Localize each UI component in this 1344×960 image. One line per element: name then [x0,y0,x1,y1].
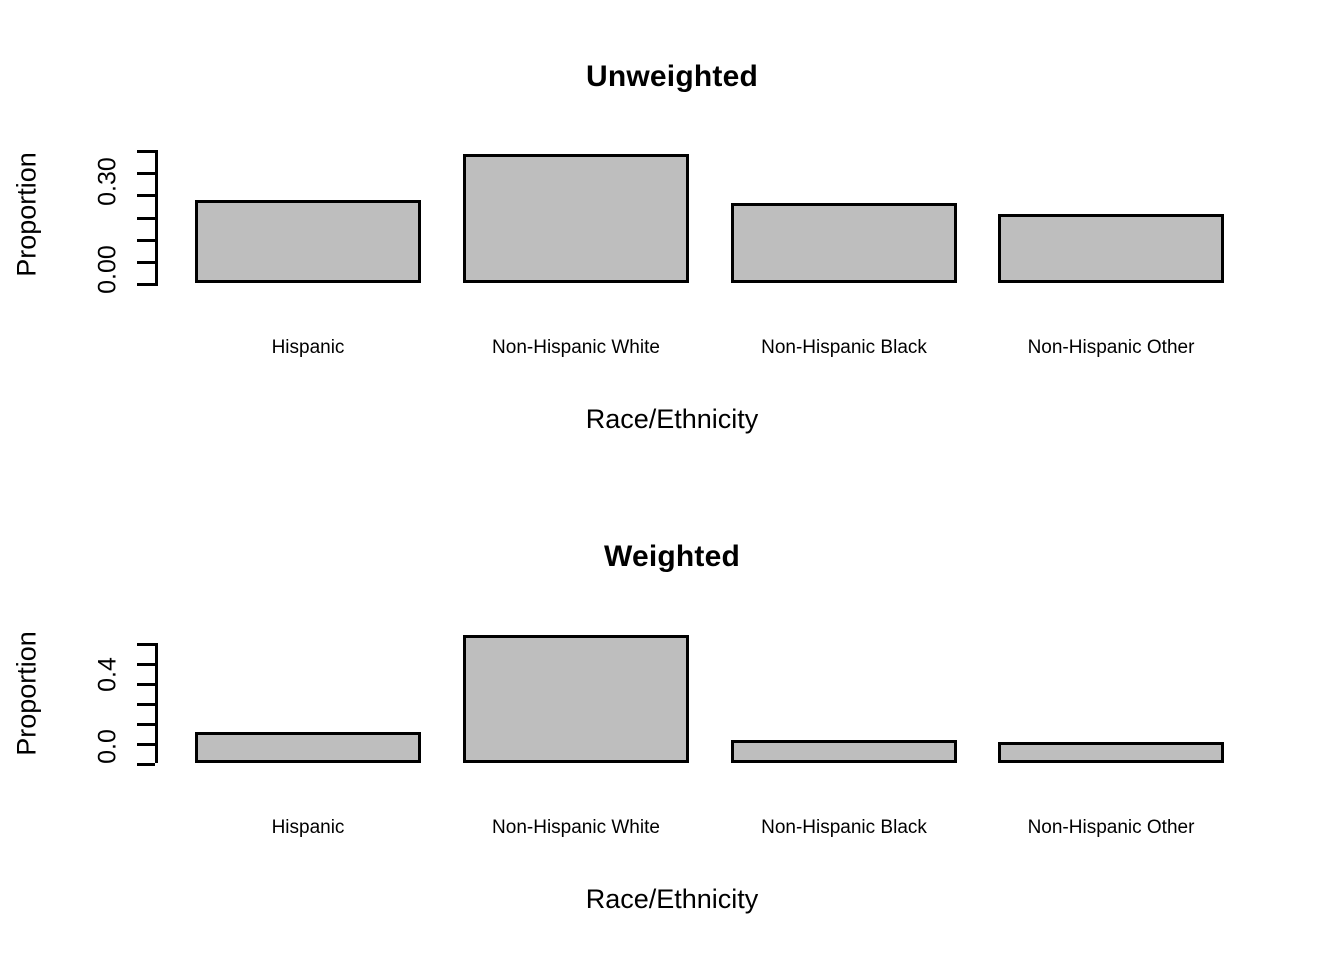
chart-panel-weighted: Weighted Proportion 0.4 0.0 Hispanic Non… [0,480,1344,960]
y-axis-line-unweighted [155,150,158,286]
y-axis-tick [137,150,155,153]
y-axis-tick [137,283,155,286]
y-tick-label-bottom-unweighted: 0.00 [93,245,122,294]
chart-title-unweighted: Unweighted [586,60,758,93]
category-label-non-hispanic-black-unweighted: Non-Hispanic Black [761,337,927,358]
bar-non-hispanic-other-unweighted [998,214,1224,283]
y-tick-label-top-weighted: 0.4 [93,657,122,692]
y-axis-line-weighted [155,643,158,763]
category-label-non-hispanic-white-weighted: Non-Hispanic White [492,817,660,838]
y-axis-title-unweighted: Proportion [11,152,42,277]
y-axis-title-weighted: Proportion [11,631,42,756]
bar-non-hispanic-other-weighted [998,742,1224,763]
y-axis-tick [137,743,155,746]
category-label-non-hispanic-black-weighted: Non-Hispanic Black [761,817,927,838]
y-axis-tick [137,663,155,666]
y-axis-tick [137,643,155,646]
y-axis-tick [137,261,155,264]
y-axis-tick [137,683,155,686]
category-label-hispanic-unweighted: Hispanic [271,337,345,358]
category-label-non-hispanic-white-unweighted: Non-Hispanic White [492,337,660,358]
y-axis-tick [137,217,155,220]
x-axis-title-unweighted: Race/Ethnicity [585,404,759,434]
y-axis-tick [137,723,155,726]
category-label-non-hispanic-other-unweighted: Non-Hispanic Other [1027,337,1195,358]
bar-non-hispanic-white-unweighted [463,154,689,283]
bar-hispanic-unweighted [195,200,421,283]
category-label-hispanic-weighted: Hispanic [271,817,345,838]
y-axis-tick [137,763,155,766]
y-axis-tick [137,703,155,706]
bar-non-hispanic-white-weighted [463,635,689,763]
y-axis-tick [137,172,155,175]
chart-title-weighted: Weighted [603,540,741,573]
y-axis-tick [137,194,155,197]
category-label-non-hispanic-other-weighted: Non-Hispanic Other [1027,817,1195,838]
y-tick-label-top-unweighted: 0.30 [93,157,122,206]
y-tick-label-bottom-weighted: 0.0 [93,729,122,764]
y-axis-tick [137,239,155,242]
bar-non-hispanic-black-weighted [731,740,957,763]
bar-non-hispanic-black-unweighted [731,203,957,283]
x-axis-title-weighted: Race/Ethnicity [585,884,759,914]
chart-panel-unweighted: Unweighted Proportion 0.30 0.00 Hispanic… [11,60,1224,434]
bar-hispanic-weighted [195,732,421,763]
